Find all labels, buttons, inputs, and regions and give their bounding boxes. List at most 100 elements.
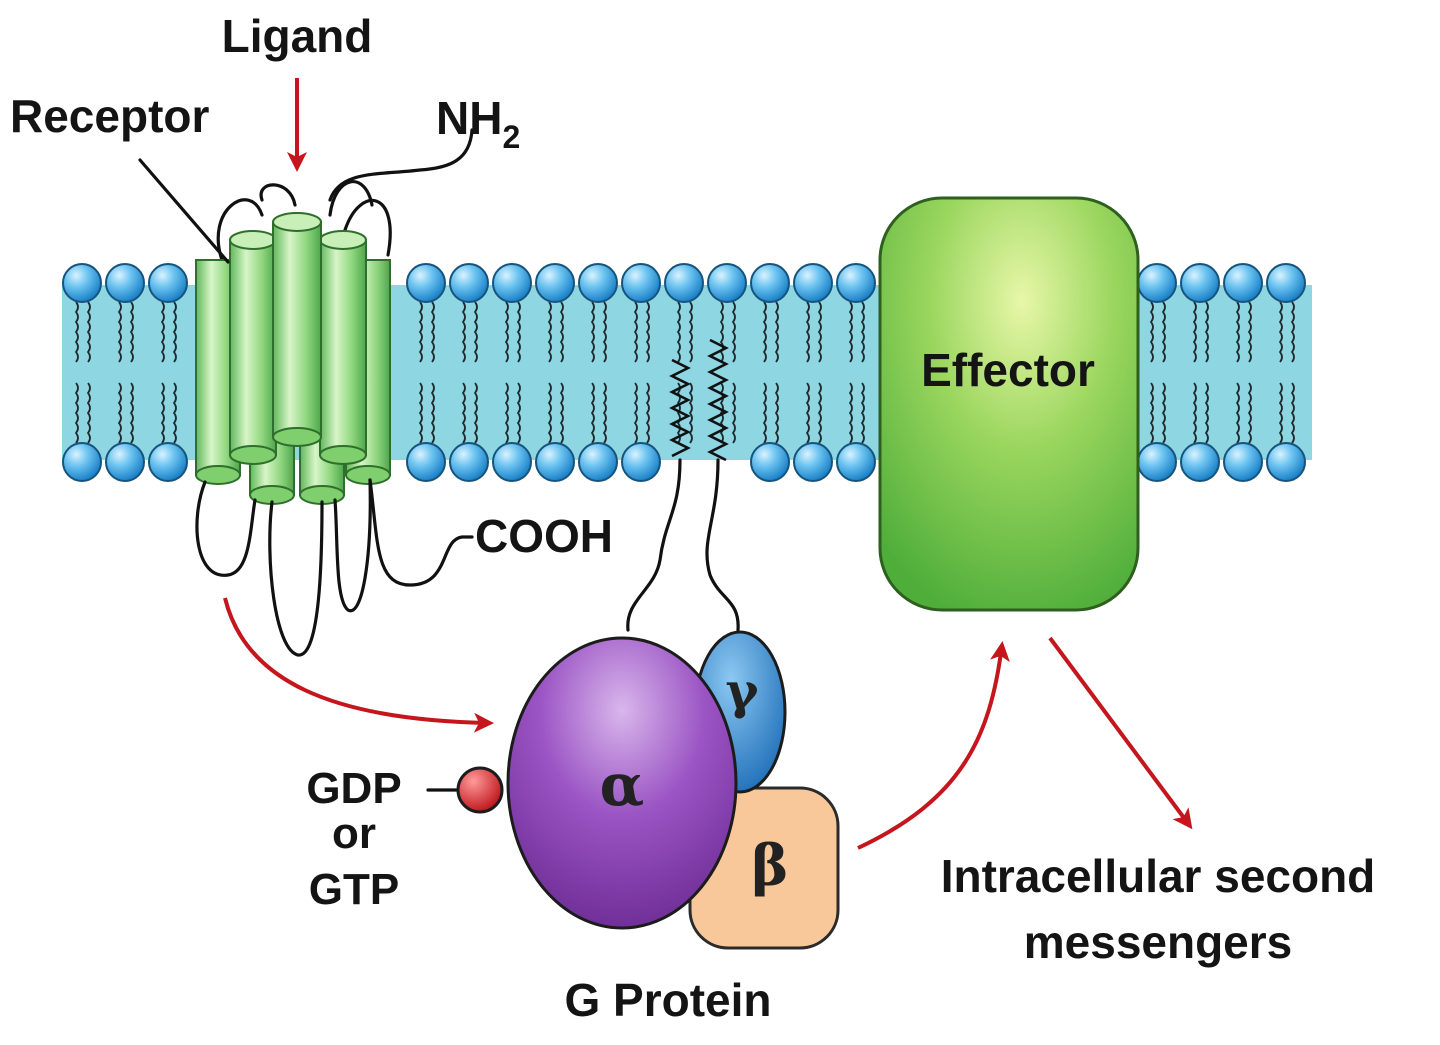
lipid-head [62, 263, 102, 303]
lipid-head [105, 263, 145, 303]
gtp-label: GTP [309, 865, 399, 914]
lipid-head [621, 263, 661, 303]
lipid-head [1266, 263, 1306, 303]
effector-to-messengers-arrow [1048, 636, 1193, 830]
lipid-tail [688, 301, 693, 363]
lipid-tail [762, 301, 767, 363]
lipid-head [793, 442, 833, 482]
lipid-head [535, 442, 575, 482]
lipid-tail [817, 301, 822, 363]
lipid-tail [172, 382, 177, 444]
lipid-tail [160, 382, 165, 444]
nh2-label: NH2 [436, 92, 520, 155]
lipid-head [621, 442, 661, 482]
lipid-tail [762, 382, 767, 444]
lipid-tail [129, 301, 134, 363]
lipid-tail [1149, 301, 1154, 363]
lipid-head [1223, 263, 1263, 303]
second-messengers-label-line1: Intracellular second [941, 850, 1376, 902]
lipid-tail [430, 301, 435, 363]
lipid-tail [1192, 382, 1197, 444]
lipid-tail [473, 382, 478, 444]
lipid-heads [62, 263, 1306, 482]
lipid-tail [74, 382, 79, 444]
lipid-tail [516, 382, 521, 444]
g-protein-to-effector-arrow [857, 641, 1010, 850]
lipid-tail [1278, 301, 1283, 363]
lipid-head [1266, 442, 1306, 482]
lipid-head [750, 263, 790, 303]
lipid-tail [1235, 382, 1240, 444]
nh2-subscript: 2 [502, 119, 520, 155]
lipid-head [1180, 442, 1220, 482]
receptor-seven-helix-bundle [195, 212, 391, 505]
lipid-head [1180, 263, 1220, 303]
lipid-tail [645, 382, 650, 444]
lipid-tail [547, 382, 552, 444]
lipid-head [578, 263, 618, 303]
lipid-tail [74, 301, 79, 363]
lipid-tail [676, 301, 681, 363]
lipid-tail [86, 301, 91, 363]
lipid-head [750, 442, 790, 482]
gdp-label: GDP [306, 764, 401, 813]
lipid-head [664, 263, 704, 303]
receptor-extracellular-loops [216, 128, 474, 262]
lipid-head [1137, 263, 1177, 303]
beta-label: β [751, 833, 788, 899]
lipid-head [406, 442, 446, 482]
lipid-head [793, 263, 833, 303]
lipid-head [449, 442, 489, 482]
lipid-tail [848, 301, 853, 363]
lipid-tail [817, 382, 822, 444]
lipid-tail [559, 382, 564, 444]
g-protein-lipid-anchors [626, 338, 740, 632]
receptor-label: Receptor [10, 90, 209, 142]
or-label: or [332, 809, 376, 858]
lipid-tail [1204, 301, 1209, 363]
lipid-head [578, 442, 618, 482]
lipid-head [148, 263, 188, 303]
lipid-head [707, 263, 747, 303]
lipid-tail [516, 301, 521, 363]
nh2-main-text: NH [436, 92, 502, 144]
lipid-head [449, 263, 489, 303]
lipid-tail [645, 301, 650, 363]
lipid-tail [172, 301, 177, 363]
lipid-tail [633, 382, 638, 444]
lipid-tail [633, 301, 638, 363]
g-protein-label: G Protein [564, 974, 771, 1026]
lipid-tail [1247, 301, 1252, 363]
alpha-label: α [600, 751, 645, 819]
lipid-head [1223, 442, 1263, 482]
lipid-tail [1235, 301, 1240, 363]
lipid-head [62, 442, 102, 482]
receptor-to-g-protein-arrow [223, 597, 494, 733]
lipid-tail [602, 382, 607, 444]
lipid-head [836, 442, 876, 482]
lipid-tail [418, 301, 423, 363]
receptor-intracellular-loops [195, 478, 474, 657]
effector-label: Effector [921, 344, 1095, 396]
lipid-tail [1278, 382, 1283, 444]
lipid-tails [74, 301, 1295, 444]
lipid-head [836, 263, 876, 303]
lipid-tail [590, 382, 595, 444]
lipid-tail [117, 301, 122, 363]
lipid-tail [731, 382, 736, 444]
ligand-label: Ligand [222, 10, 373, 62]
lipid-tail [676, 382, 681, 444]
lipid-tail [731, 301, 736, 363]
lipid-tail [473, 301, 478, 363]
lipid-tail [1204, 382, 1209, 444]
lipid-tail [160, 301, 165, 363]
lipid-tail [418, 382, 423, 444]
gdp-gtp-bead [456, 766, 504, 814]
lipid-tail [805, 301, 810, 363]
lipid-head [406, 263, 446, 303]
lipid-tail [1290, 301, 1295, 363]
lipid-tail [688, 382, 693, 444]
signal-arrows [223, 78, 1193, 850]
lipid-tail [430, 382, 435, 444]
